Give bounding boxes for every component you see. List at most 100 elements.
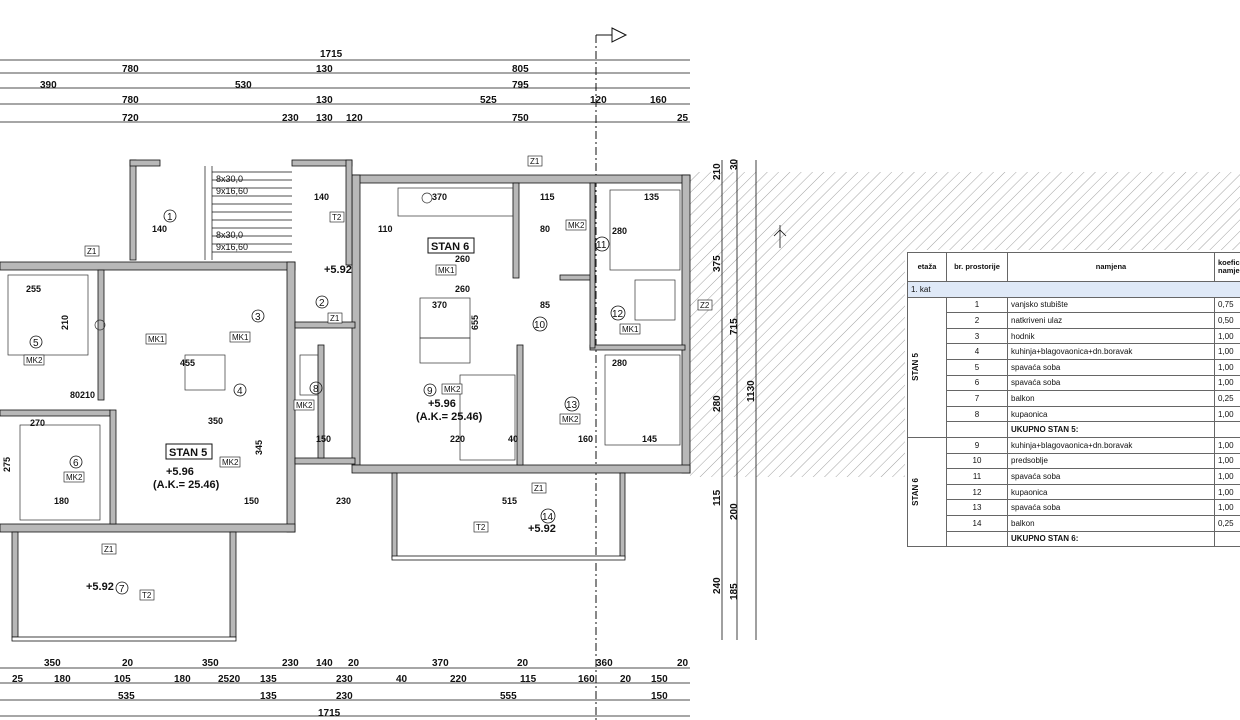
svg-text:130: 130 [316, 113, 333, 124]
svg-text:MK1: MK1 [438, 266, 455, 275]
table-row: 4 kuhinja+blagovaonica+dn.boravak 1,00 [908, 343, 1240, 360]
svg-text:375: 375 [712, 255, 723, 272]
svg-text:120: 120 [590, 95, 607, 106]
furniture [7, 187, 681, 521]
svg-text:MK1: MK1 [622, 325, 639, 334]
svg-text:160: 160 [578, 434, 593, 444]
table-row: 14 balkon 0,25 [908, 514, 1240, 532]
svg-text:795: 795 [512, 80, 529, 91]
section-line [595, 27, 628, 720]
svg-text:180: 180 [54, 674, 71, 685]
svg-text:105: 105 [114, 674, 131, 685]
svg-text:390: 390 [40, 80, 57, 91]
stan6-cell: STAN 6 [907, 436, 947, 548]
table-header-row: etaža br. prostorije namjena koeficijer … [907, 252, 1240, 282]
table-row: 10 predsoblje 1,00 [908, 452, 1240, 470]
table-row: 5 spavaća soba 1,00 [908, 358, 1240, 376]
table-row: 8 kupaonica 1,00 [908, 405, 1240, 423]
svg-text:MK1: MK1 [232, 333, 249, 342]
section-arrow-icon [773, 225, 787, 248]
svg-text:20: 20 [517, 658, 529, 669]
stan6-label: STAN 6 [431, 241, 469, 253]
header-etaza: etaža [907, 252, 947, 282]
svg-text:780: 780 [122, 64, 139, 75]
top-dimension-lines [0, 59, 757, 717]
svg-text:40: 40 [396, 674, 408, 685]
svg-text:720: 720 [122, 113, 139, 124]
svg-text:220: 220 [450, 674, 467, 685]
svg-text:230: 230 [336, 674, 353, 685]
svg-text:2520: 2520 [218, 674, 241, 685]
svg-text:11: 11 [596, 240, 607, 251]
table-row: 3 hodnik 1,00 [908, 327, 1240, 345]
svg-text:150: 150 [651, 674, 668, 685]
svg-text:Z1: Z1 [87, 247, 97, 256]
svg-text:360: 360 [596, 658, 613, 669]
svg-text:1715: 1715 [318, 708, 341, 719]
svg-text:MK2: MK2 [66, 473, 83, 482]
svg-text:115: 115 [712, 489, 723, 506]
svg-text:370: 370 [432, 300, 447, 310]
svg-text:115: 115 [540, 192, 555, 202]
svg-text:10: 10 [534, 320, 546, 331]
svg-text:140: 140 [316, 658, 333, 669]
svg-text:110: 110 [378, 224, 393, 234]
svg-text:270: 270 [30, 418, 45, 428]
svg-text:280: 280 [712, 395, 723, 412]
svg-text:T2: T2 [476, 523, 486, 532]
svg-text:525: 525 [480, 95, 497, 106]
svg-text:135: 135 [260, 691, 277, 702]
svg-text:25: 25 [677, 113, 689, 124]
svg-text:530: 530 [235, 80, 252, 91]
svg-text:135: 135 [260, 674, 277, 685]
svg-text:255: 255 [26, 284, 41, 294]
room-number-markers: 1 2 3 4 5 6 7 8 9 10 11 12 13 1 [29, 209, 626, 595]
svg-text:130: 130 [316, 95, 333, 106]
svg-text:(A.K.= 25.46): (A.K.= 25.46) [416, 411, 483, 423]
svg-text:135: 135 [644, 192, 659, 202]
svg-text:140: 140 [314, 192, 329, 202]
table-row: 2 natkriveni ulaz 0,50 [908, 312, 1240, 329]
svg-text:350: 350 [44, 658, 61, 669]
room-labels: STAN 6 STAN 5 +5.96 (A.K.= 25.46) +5.96 … [2, 155, 713, 601]
svg-text:230: 230 [282, 113, 299, 124]
svg-text:200: 200 [729, 503, 740, 520]
svg-text:25: 25 [12, 674, 24, 685]
svg-text:9x16,60: 9x16,60 [216, 242, 248, 252]
stairs [204, 166, 292, 260]
stan5-cell: STAN 5 [907, 296, 947, 438]
svg-text:180: 180 [174, 674, 191, 685]
svg-text:535: 535 [118, 691, 135, 702]
header-koeficijent: koeficijer namjene [1214, 252, 1240, 282]
svg-text:210: 210 [712, 163, 723, 180]
svg-text:210: 210 [60, 315, 70, 330]
svg-text:7: 7 [119, 584, 125, 595]
svg-text:9: 9 [427, 386, 433, 397]
stan5-label: STAN 5 [169, 447, 207, 459]
table-row: 13 spavaća soba 1,00 [908, 499, 1240, 516]
svg-text:515: 515 [502, 496, 517, 506]
header-namjena: namjena [1007, 252, 1215, 282]
svg-text:12: 12 [612, 309, 624, 320]
svg-text:145: 145 [642, 434, 657, 444]
svg-text:20: 20 [620, 674, 632, 685]
svg-text:140: 140 [152, 224, 167, 234]
table-row: 12 kupaonica 1,00 [908, 483, 1240, 501]
svg-text:240: 240 [712, 577, 723, 594]
svg-text:+5.96: +5.96 [166, 466, 194, 478]
svg-text:150: 150 [244, 496, 259, 506]
svg-text:5: 5 [33, 338, 39, 349]
stan6-total-row: UKUPNO STAN 6: [908, 530, 1240, 548]
svg-text:230: 230 [336, 496, 351, 506]
svg-text:Z1: Z1 [104, 545, 114, 554]
svg-text:455: 455 [180, 358, 195, 368]
svg-text:MK2: MK2 [26, 356, 43, 365]
svg-text:120: 120 [346, 113, 363, 124]
svg-text:(A.K.= 25.46): (A.K.= 25.46) [153, 479, 220, 491]
svg-text:+5.92: +5.92 [528, 523, 556, 535]
svg-text:130: 130 [316, 64, 333, 75]
svg-text:280: 280 [612, 358, 627, 368]
svg-text:160: 160 [578, 674, 595, 685]
table-row: 11 spavaća soba 1,00 [908, 468, 1240, 485]
svg-text:555: 555 [500, 691, 517, 702]
